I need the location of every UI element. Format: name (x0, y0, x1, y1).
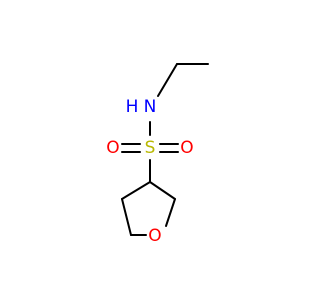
atom-labels: H N S O O O (106, 97, 193, 246)
atom-h-label: H (126, 97, 139, 117)
bond-c2-o (165, 198, 176, 227)
bond-c5-c4 (121, 198, 132, 236)
atom-o-left-label: O (106, 138, 119, 158)
bond-c3-c2 (149, 181, 176, 200)
atom-n-label: N (144, 97, 157, 117)
bonds (121, 63, 209, 236)
bond-c4-c3 (121, 181, 151, 200)
bond-ch2-n (157, 63, 178, 97)
molecule-structure: H N S O O O (106, 63, 209, 246)
atom-o-ring-label: O (148, 226, 161, 246)
atom-s-label: S (145, 138, 156, 158)
atom-o-right-label: O (180, 138, 193, 158)
